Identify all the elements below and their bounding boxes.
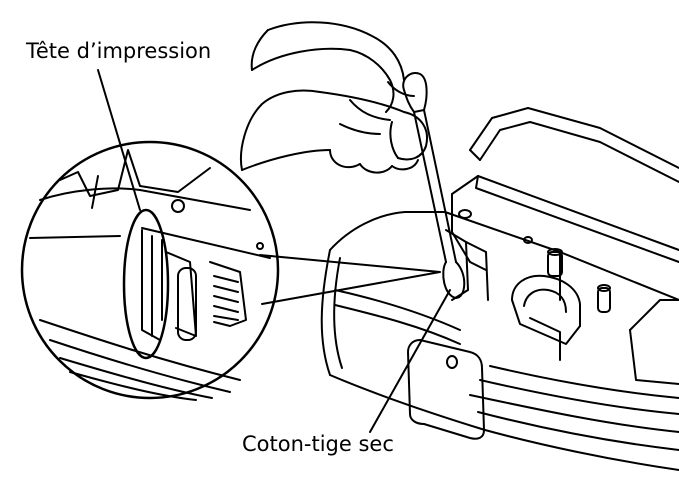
swab-leader [369, 289, 451, 433]
print-head-label: Tête d’impression [26, 39, 212, 63]
print-head-leader [97, 69, 141, 211]
printer-body [320, 107, 679, 471]
magnified-detail [20, 140, 441, 401]
dry-swab-label: Coton-tige sec [242, 432, 394, 456]
hand [240, 21, 428, 174]
cotton-swab [402, 72, 466, 299]
